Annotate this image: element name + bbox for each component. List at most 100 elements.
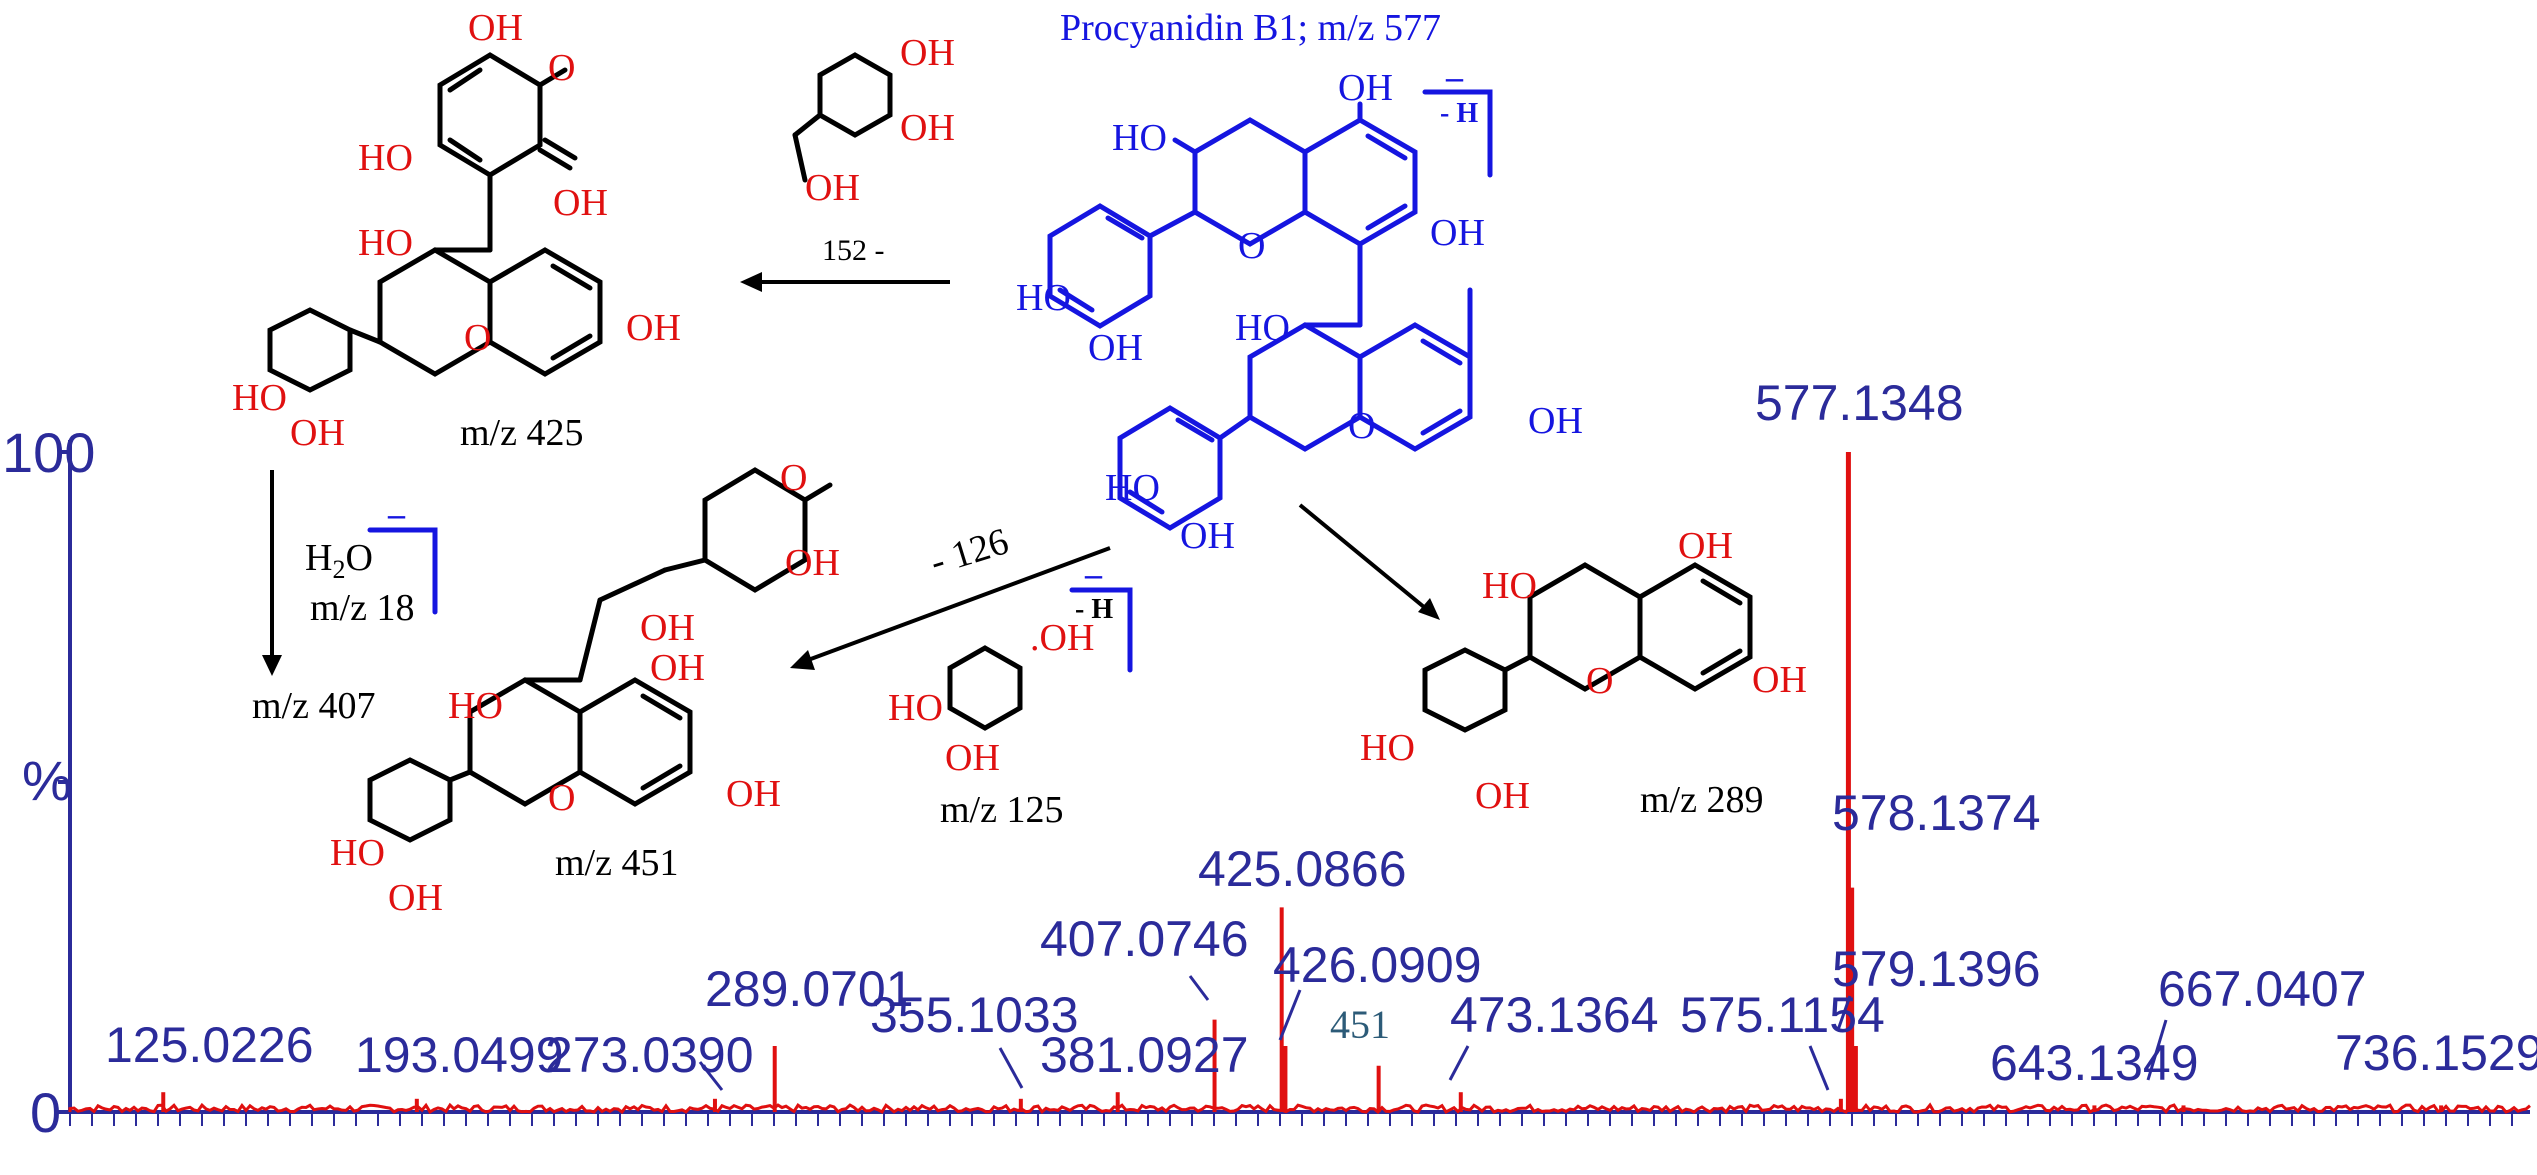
ho-c3-451: HO (448, 685, 503, 727)
y-tick-label-0: 0 (30, 1081, 61, 1144)
ring-o-451: O (548, 777, 575, 819)
peak-label-407: 407.0746 (1040, 911, 1249, 967)
ring-o-upper: O (1238, 225, 1265, 267)
oh-c7-upper: OH (1430, 212, 1485, 254)
neutral-loss-125: .OH HO OH – - H m/z 125 (888, 556, 1133, 831)
procyanidin-b1-structure: O HO OH OH HO OH O HO OH HO OH – (1016, 59, 1583, 557)
label-mz407: m/z 407 (252, 685, 375, 727)
oh-c5-425: OH (553, 182, 608, 224)
leader-579 (1836, 995, 1852, 1031)
label-mz289: m/z 289 (1640, 779, 1763, 821)
ring-o-lower: O (1348, 405, 1375, 447)
peak-label-193: 193.0499 (355, 1027, 564, 1083)
label-loss126: - 126 (925, 520, 1013, 583)
leader-355 (998, 1047, 1024, 1089)
oh-c5-451: OH (650, 647, 705, 689)
ho-c3-upper: HO (1112, 117, 1167, 159)
peak-label-473: 473.1364 (1450, 987, 1659, 1043)
ho-b-425-1: HO (232, 377, 287, 419)
oh-q-top: OH (468, 7, 523, 49)
arrow-to-289 (1298, 503, 1432, 614)
fragment-289-structure: O HO OH OH HO OH m/z 289 (1360, 525, 1807, 821)
peak-label-667: 667.0407 (2158, 961, 2367, 1017)
ho-b-upper-1: HO (1016, 277, 1071, 319)
x-axis-ticks (69, 1112, 2513, 1126)
ho-b-451-1: HO (330, 832, 385, 874)
oh-451-top: OH (785, 542, 840, 584)
ho-b-289-1: HO (1360, 727, 1415, 769)
ho-b-289-2: OH (1475, 775, 1530, 817)
peak-label-425: 425.0866 (1198, 841, 1407, 897)
oh-c7-lower: OH (1528, 400, 1583, 442)
y-tick-label-100: 100 (2, 421, 95, 484)
oh-c7-289: OH (1752, 659, 1807, 701)
peak-label-577: 577.1348 (1755, 375, 1964, 431)
ring-o-425: O (464, 317, 491, 359)
ho-b-lower-2: OH (1180, 515, 1235, 557)
ho-c3-425: HO (358, 222, 413, 264)
ho-c3-289: HO (1482, 565, 1537, 607)
leader-407 (1188, 975, 1210, 1001)
ring-o-289: O (1586, 660, 1613, 702)
ho-q: HO (358, 137, 413, 179)
arrowhead-425 (740, 272, 762, 292)
label-mz425: m/z 425 (460, 412, 583, 454)
leader-273 (698, 1061, 724, 1091)
peak-label-426: 426.0909 (1273, 937, 1482, 993)
fragment-425-structure: OH O HO O HO OH OH HO OH m/z 425 (232, 7, 681, 454)
o-451: O (780, 457, 807, 499)
ho-c3-lower: HO (1235, 307, 1290, 349)
diagram-title: Procyanidin B1; m/z 577 (1060, 7, 1441, 49)
oh-c5-upper: OH (1338, 67, 1393, 109)
charge-water: – (387, 496, 406, 533)
baseline-noise (68, 1102, 2531, 1115)
fragment-451-structure: O OH OH O HO OH OH HO OH m/z 451 (330, 457, 840, 919)
leader-575 (1808, 1045, 1830, 1091)
ho-b-upper-2: OH (1088, 327, 1143, 369)
oh-125: OH (945, 737, 1000, 779)
oh-152-b: OH (900, 107, 955, 149)
arrowhead-407 (262, 655, 282, 676)
peak-label-381: 381.0927 (1040, 1027, 1249, 1083)
peak-label-289: 289.0701 (705, 961, 914, 1017)
arrow-to-451 (799, 546, 1111, 665)
leader-473 (1448, 1045, 1470, 1081)
o-q: O (548, 47, 575, 89)
bracket-water (367, 527, 438, 615)
oh-152-a: OH (900, 32, 955, 74)
label-loss152: 152 - (822, 234, 885, 267)
minus-h-125: - H (1075, 594, 1113, 625)
label-mz451: m/z 451 (555, 842, 678, 884)
charge-125: – (1084, 556, 1103, 593)
spectrum-peaks (161, 452, 2444, 1112)
peak-label-579: 579.1396 (1832, 941, 2041, 997)
neutral-loss-152: OH OH OH 152 - (792, 32, 955, 267)
oh-152-c: OH (805, 167, 860, 209)
peak-label-273: 273.0390 (545, 1027, 754, 1083)
peak-label-736: 736.1529 (2335, 1025, 2537, 1081)
peak-label-643: 643.1349 (1990, 1035, 2199, 1091)
oh-c7-425: OH (626, 307, 681, 349)
leader-667 (2146, 1019, 2168, 1081)
minus-h-b1: - H (1440, 98, 1478, 129)
dot-oh-125: .OH (1030, 617, 1094, 659)
arrowhead-289 (1418, 598, 1440, 620)
peak-label-578: 578.1374 (1832, 785, 2041, 841)
ho-125: HO (888, 687, 943, 729)
ho-b-451-2: OH (388, 877, 443, 919)
label-water: H2O (305, 537, 373, 584)
label-mz125: m/z 125 (940, 789, 1063, 831)
y-tick-label-percent: % (22, 749, 72, 812)
mass-spectrum: 100 % 0 125.0226 193.0499 273.0390 289.0… (2, 375, 2537, 1144)
oh-451-enol: OH (640, 607, 695, 649)
label-mz18: m/z 18 (310, 587, 414, 629)
leader-426 (1278, 989, 1302, 1041)
ho-b-lower-1: HO (1105, 467, 1160, 509)
peak-label-125: 125.0226 (105, 1017, 314, 1073)
peak-label-355: 355.1033 (870, 987, 1079, 1043)
charge-b1: – (1445, 59, 1464, 96)
oh-c5-289: OH (1678, 525, 1733, 567)
peak-label-451: 451 (1330, 1002, 1390, 1047)
oh-c7-451: OH (726, 773, 781, 815)
